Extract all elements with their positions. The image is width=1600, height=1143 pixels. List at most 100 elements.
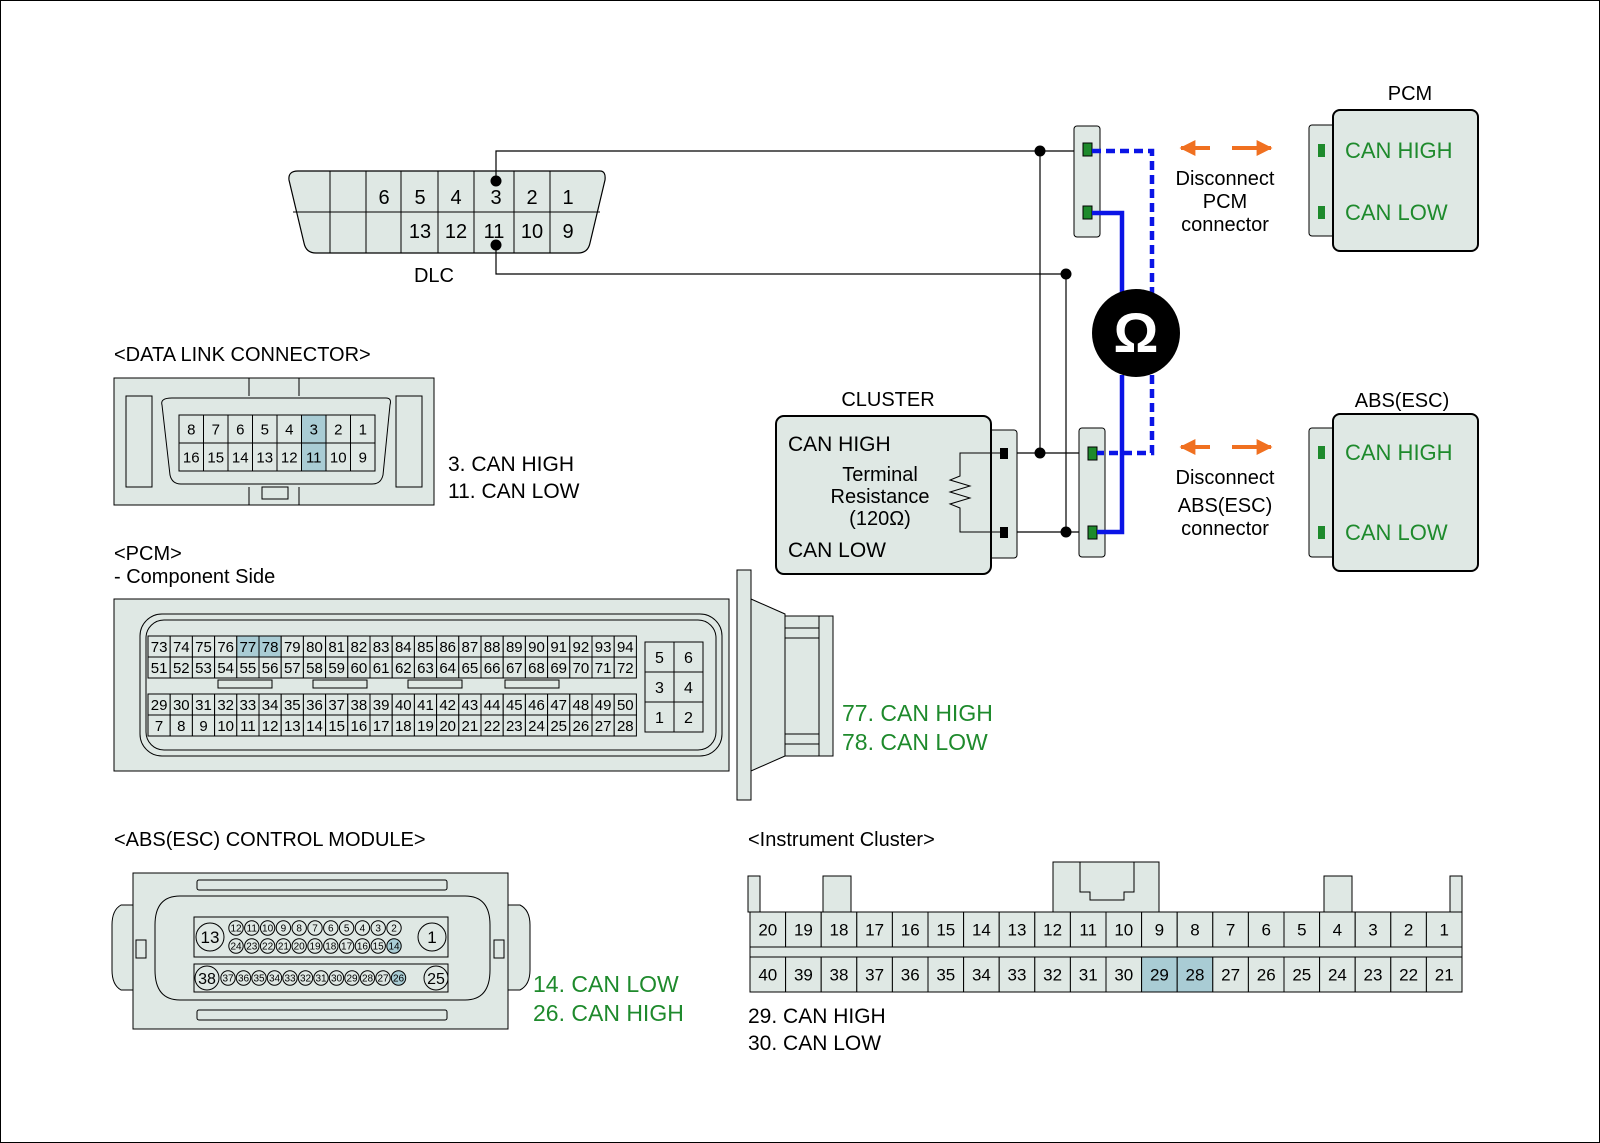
pcm-view-pin-label: 77 [240,639,257,656]
pcm-view-pin-label: 53 [195,660,212,677]
abs-view-pin-label: 3 [375,924,381,935]
cluster-view-pin-label: 33 [1008,966,1027,985]
cluster-view-cell [1247,956,1285,993]
pcm-view-pin-label: 57 [284,660,301,677]
cluster-view-cell [1283,956,1321,993]
svg-text:78. CAN LOW: 78. CAN LOW [842,729,988,755]
cluster-view-pin-label: 30 [1114,966,1133,985]
abs-view-pin-label: 13 [201,928,220,947]
dlc-pin: 12 [445,221,467,243]
pcm-view-pin-label: 22 [484,718,501,735]
pcm-section-title: <PCM> [114,543,182,565]
pcm-view-pin-label: 19 [417,718,434,735]
dlc-view-pin-label: 1 [359,421,367,438]
dlc-pin: 9 [562,221,573,243]
dlc-view-pin-label: 3 [310,421,318,438]
ohmmeter-leads [1092,148,1155,535]
pcm-view-pin-label: 78 [262,639,279,656]
svg-text:connector: connector [1181,214,1269,236]
pcm-view-pin-label: 93 [595,639,612,656]
pcm-view-pin-label: 31 [195,697,212,714]
dlc-section-title: <DATA LINK CONNECTOR> [114,344,371,366]
pcm-view-pin-label: 26 [573,718,590,735]
cluster-view-cell [927,911,965,948]
pcm-view-pin-label: 66 [484,660,501,677]
cluster-view-pin-label: 4 [1333,921,1342,940]
cluster-view-cell [1212,911,1249,948]
pcm-view-pin-label: 43 [462,697,479,714]
pcm-view-pin-label: 69 [550,660,567,677]
abs-view-pin [235,970,252,986]
abs-view-pin-label: 4 [360,924,366,935]
abs-view-pin [244,920,260,936]
pcm-view-pin-label: 65 [462,660,479,677]
pcm-view-pin-label: 51 [151,660,168,677]
pcm-view-pin-label: 29 [151,697,168,714]
pcm-view-pin-label: 7 [155,718,163,735]
omega-icon: Ω [1114,301,1159,364]
abs-view-pin [194,965,220,991]
cluster-view-pin-label: 5 [1297,921,1306,940]
cluster-view-pin-label: 21 [1435,966,1454,985]
pcm-view-pin-label: 72 [617,660,634,677]
pcm-view-pin-label: 79 [284,639,301,656]
cluster-can-low: CAN LOW [788,539,886,562]
cluster-view-pin-label: 26 [1257,966,1276,985]
cluster-view-cell [963,956,1000,993]
cluster-view-cell [1425,956,1463,993]
cluster-view-pin-label: 25 [1292,966,1311,985]
pcm-view-pin-label: 80 [306,639,323,656]
cluster-view-pin-label: 35 [936,966,955,985]
abs-view-pin [354,920,371,936]
pcm-view-pin-label: 11 [240,718,256,735]
abs-view-pin-label: 7 [312,924,318,935]
pcm-view-pin-label: 27 [595,718,612,735]
abs-view-pin-label: 24 [230,942,242,953]
abs-view-pin [338,938,355,954]
pcm-inline-connector [1073,125,1101,238]
pcm-view-pin-label: 75 [195,639,212,656]
cluster-view-pin-label: 2 [1404,921,1413,940]
pcm-view-pin-label: 89 [506,639,523,656]
dlc-view-pin-label: 13 [256,449,273,466]
pcm-view-small-cell [673,671,704,703]
svg-text:Disconnect: Disconnect [1176,168,1275,190]
cluster-view-pin-label: 37 [865,966,884,985]
dlc-pin: 11 [484,221,505,243]
cluster-view-pin-label: 24 [1328,966,1347,985]
pcm-view-small-pin-label: 5 [655,650,664,667]
cluster-view-pin-label: 11 [1079,921,1097,940]
abs-view-pin [338,920,355,936]
abs-view-pin [195,922,225,952]
cluster-view-cell [1319,911,1356,948]
pcm-view-pin-label: 38 [351,697,368,714]
pcm-view-pin-label: 73 [151,639,168,656]
svg-text:11. CAN LOW: 11. CAN LOW [448,480,580,503]
abs-view-pin-label: 2 [391,924,397,935]
svg-text:ABS(ESC): ABS(ESC) [1178,495,1272,517]
pcm-view-pin-label: 54 [217,660,234,677]
dlc-label: DLC [414,265,454,287]
dlc-pin: 10 [521,221,543,243]
cluster-view-cell [856,911,893,948]
svg-text:Disconnect: Disconnect [1176,467,1275,489]
cluster-view-pin-label: 31 [1079,966,1098,985]
abs-view-pin [291,920,307,936]
cluster-view-pin-label: 9 [1155,921,1164,940]
abs-view-pin [313,970,329,986]
pcm-view-cell [613,714,637,737]
cluster-view-cell [1390,956,1427,993]
pcm-view-pin-label: 64 [439,660,456,677]
abs-view-pin-label: 1 [427,928,436,947]
abs-view-pin [220,970,236,986]
svg-text:26. CAN HIGH: 26. CAN HIGH [533,1000,684,1026]
dlc-view-cell [301,414,327,444]
dlc-view-pin-label: 16 [183,449,200,466]
abs-view-pin-label: 28 [362,974,374,985]
dlc-view-cell [350,442,376,472]
cluster-view-pin-label: 23 [1364,966,1383,985]
cluster-title: CLUSTER [841,389,934,411]
pcm-view-pin-label: 48 [573,697,590,714]
pcm-view-small-pin-label: 2 [684,710,693,727]
